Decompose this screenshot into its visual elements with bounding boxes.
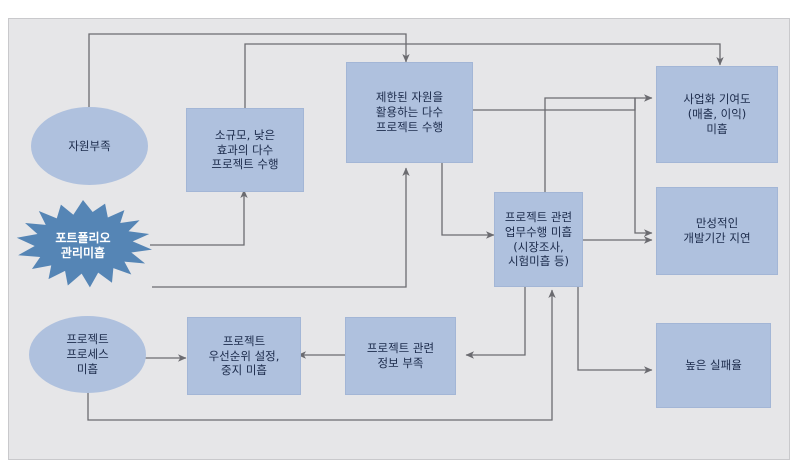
edge-task-to-failure (577, 284, 653, 374)
node-chronic-development-delay[interactable]: 만성적인 개발기간 지연 (656, 187, 778, 275)
edge-task-to-info (465, 284, 526, 359)
node-business-contribution-poor[interactable]: 사업화 기여도 (매출, 이익) 미흡 (656, 66, 778, 163)
page-top-margin (0, 0, 798, 8)
edge-portfolio-to-limited (152, 167, 410, 288)
node-project-process-poor[interactable]: 프로젝트 프로세스 미흡 (29, 316, 146, 393)
edge-resource-to-limited (88, 33, 410, 133)
node-small-low-effect-projects[interactable]: 소규모, 낮은 효과의 다수 프로젝트 수행 (186, 108, 304, 192)
node-task-execution-poor[interactable]: 프로젝트 관련 업무수행 미흡 (시장조사, 시험미흡 등) (494, 192, 583, 287)
edge-task-to-delay-upper (544, 97, 653, 237)
node-priority-stop-poor[interactable]: 프로젝트 우선순위 설정, 중지 미흡 (187, 317, 301, 395)
node-project-info-shortage[interactable]: 프로젝트 관련 정보 부족 (345, 317, 456, 395)
node-resource-shortage[interactable]: 자원부족 (31, 107, 148, 185)
edge-process-to-task (87, 289, 556, 421)
edge-limited-to-biz (471, 94, 653, 111)
node-limited-resource-many-projects[interactable]: 제한된 자원을 활용하는 다수 프로젝트 수행 (346, 62, 473, 163)
edge-limited-to-task (441, 161, 495, 239)
edge-small-to-biz (244, 43, 724, 108)
edge-portfolio-to-small (150, 189, 248, 246)
node-high-failure-rate[interactable]: 높은 실패율 (656, 323, 771, 408)
